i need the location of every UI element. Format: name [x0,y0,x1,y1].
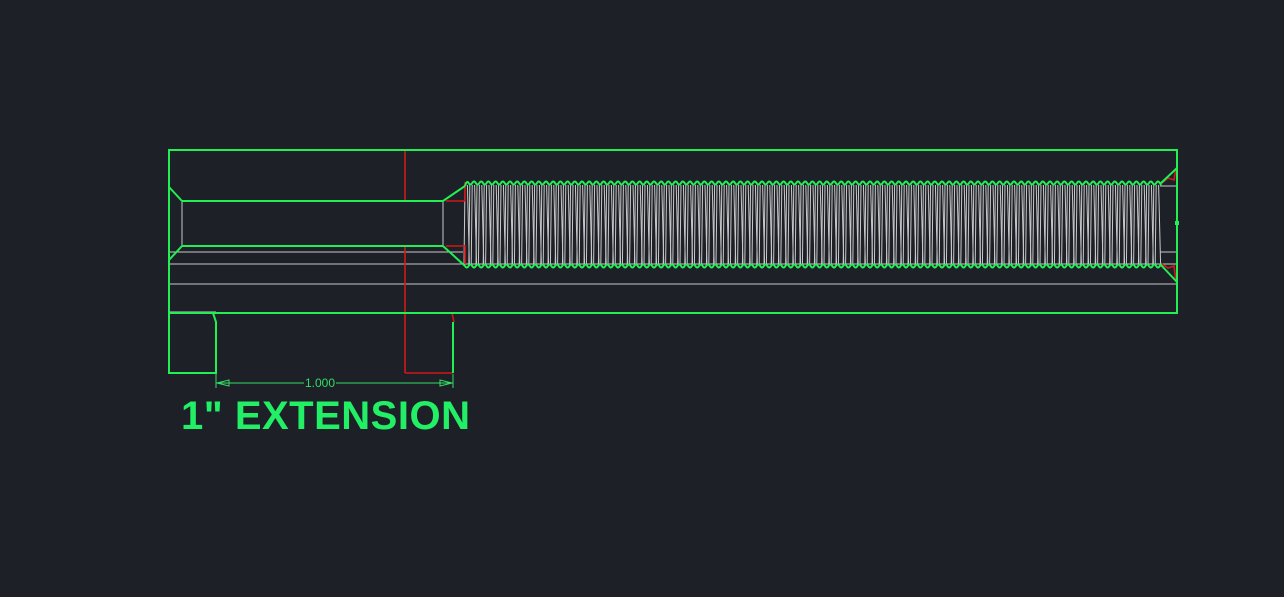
dimension-value: 1.000 [304,376,337,390]
end-point-marker [1175,221,1179,225]
drawing-title-label: 1" EXTENSION [181,394,471,438]
thread-hatch [463,184,1162,266]
thread-crests [464,180,1162,269]
object-lines [168,149,1178,374]
